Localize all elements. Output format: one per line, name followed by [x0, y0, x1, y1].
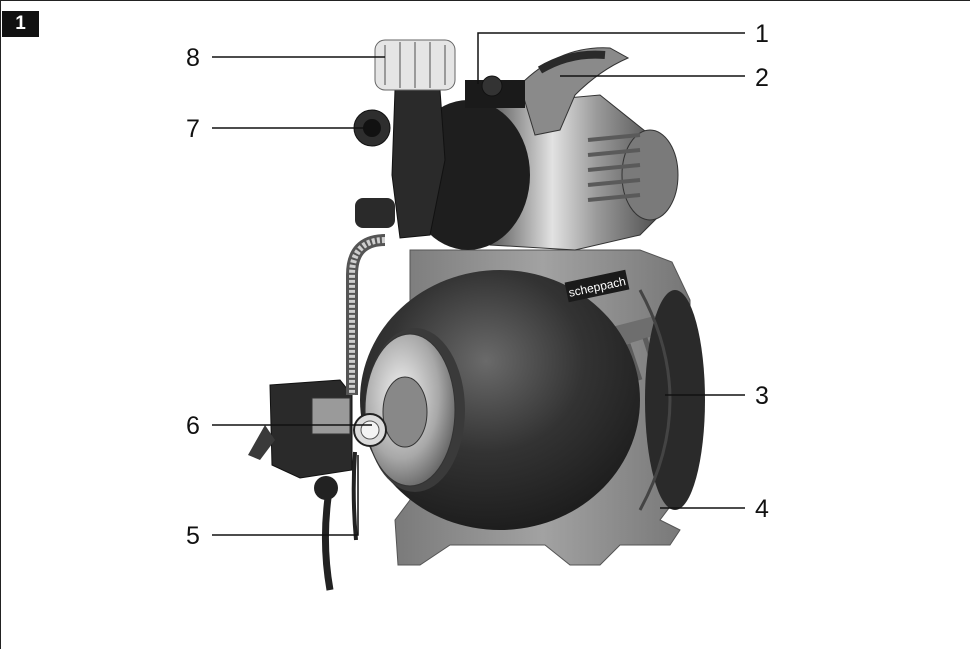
callout-5: 5: [186, 522, 200, 550]
brand-plate: scheppach: [564, 269, 630, 303]
carrying-handle: [519, 47, 630, 136]
callout-6: 6: [186, 412, 200, 440]
callout-8: 8: [186, 44, 200, 72]
leader-5: [212, 455, 359, 536]
leader-1: [477, 32, 745, 84]
filter-cap: [374, 39, 456, 91]
connecting-hose: [346, 234, 386, 395]
tank-flange: [353, 328, 465, 492]
callout-1: 1: [755, 20, 769, 48]
figure-number-badge: 1: [2, 11, 39, 37]
callout-2: 2: [755, 64, 769, 92]
callout-4: 4: [755, 495, 769, 523]
pump-head: [353, 75, 530, 250]
callout-7: 7: [186, 115, 200, 143]
callout-3: 3: [755, 382, 769, 410]
pressure-switch: [248, 379, 358, 591]
leader-lines: [212, 32, 745, 536]
